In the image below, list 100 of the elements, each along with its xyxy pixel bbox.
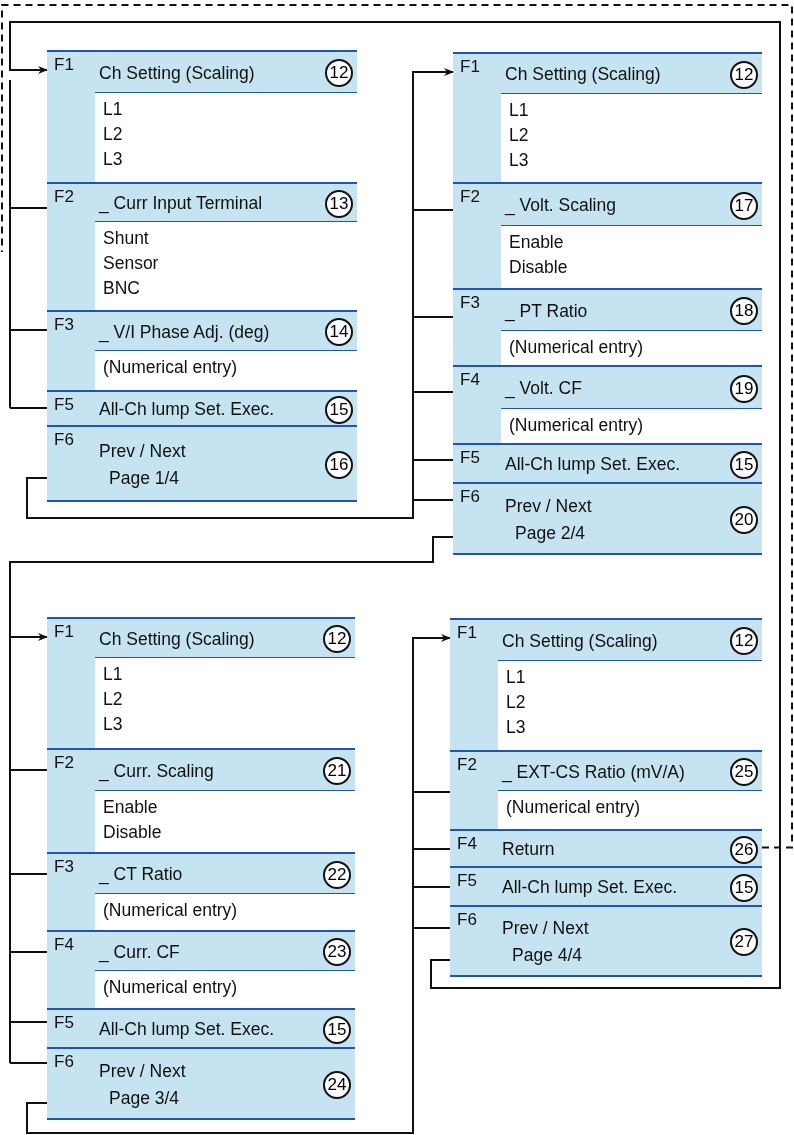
menu-row (47, 1047, 355, 1118)
option-text: Disable (103, 821, 162, 844)
menu-item-title: _ Curr. CF (99, 941, 180, 963)
callout-number: 20 (730, 505, 758, 534)
function-key-label: F5 (457, 871, 477, 891)
callout-number: 12 (730, 627, 758, 655)
callout-number: 21 (323, 757, 351, 785)
function-key-label: F3 (460, 293, 480, 313)
page-indicator: Page 1/4 (109, 467, 180, 489)
option-text: L2 (506, 691, 526, 714)
option-text: BNC (103, 277, 140, 300)
callout-number: 12 (730, 60, 758, 89)
option-text: (Numerical entry) (509, 336, 644, 359)
page-indicator: Page 4/4 (512, 945, 583, 966)
menu-item-title: _ PT Ratio (505, 300, 588, 322)
callout-number: 15 (730, 450, 758, 479)
option-text: (Numerical entry) (103, 899, 238, 922)
function-key-label: F6 (54, 430, 74, 450)
menu-item-title: Prev / Next (99, 1060, 186, 1082)
dashed-connector (1, 4, 793, 849)
menu-row (47, 50, 357, 182)
menu-row (453, 182, 762, 288)
menu-row (47, 852, 355, 930)
menu-panel (450, 618, 762, 977)
menu-row (453, 52, 762, 182)
menu-item-title: _ EXT-CS Ratio (mV/A) (502, 761, 685, 783)
callout-number: 27 (730, 928, 758, 956)
option-text: L1 (506, 666, 526, 689)
menu-row (47, 310, 357, 390)
function-key-label: F2 (457, 755, 477, 775)
menu-item-title: Prev / Next (502, 918, 589, 939)
function-key-label: F5 (54, 1013, 74, 1033)
option-text: (Numerical entry) (103, 976, 238, 999)
option-text: L3 (103, 713, 123, 736)
callout-number: 13 (325, 189, 353, 218)
menu-item-title: All-Ch lump Set. Exec. (99, 399, 275, 420)
option-text: L1 (103, 663, 123, 686)
arrow (9, 21, 781, 989)
menu-item-title: All-Ch lump Set. Exec. (99, 1019, 275, 1040)
function-key-label: F4 (457, 834, 477, 854)
menu-row (450, 866, 762, 905)
function-key-label: F4 (54, 935, 74, 955)
menu-row (450, 829, 762, 866)
menu-item-title: Ch Setting (Scaling) (505, 64, 661, 85)
function-key-label: F2 (54, 187, 74, 207)
function-key-label: F5 (54, 395, 74, 415)
menu-row (453, 288, 762, 365)
function-key-label: F4 (460, 370, 480, 390)
function-key-label: F3 (54, 857, 74, 877)
menu-item-title: _ CT Ratio (99, 864, 183, 885)
callout-number: 25 (730, 758, 758, 786)
function-key-label: F6 (54, 1052, 74, 1072)
menu-item-title: Prev / Next (99, 440, 186, 462)
menu-item-title: Ch Setting (Scaling) (99, 628, 255, 650)
function-key-label: F6 (460, 487, 480, 507)
menu-row (453, 443, 762, 482)
function-key-label: F5 (460, 448, 480, 468)
function-key-label: F1 (460, 57, 480, 77)
function-key-label: F3 (54, 315, 74, 335)
callout-number: 16 (325, 450, 353, 479)
menu-row (453, 482, 762, 553)
option-text: (Numerical entry) (103, 356, 238, 379)
function-key-label: F2 (54, 753, 74, 773)
option-text: Enable (509, 231, 564, 254)
menu-row (47, 617, 355, 748)
menu-row (47, 182, 357, 310)
menu-row (453, 365, 762, 443)
callout-number: 14 (325, 318, 353, 346)
callout-number: 22 (323, 860, 351, 889)
menu-item-title: _ Curr Input Terminal (99, 193, 263, 214)
function-key-label: F1 (54, 622, 74, 642)
option-text: L3 (103, 148, 123, 171)
option-text: (Numerical entry) (509, 414, 644, 437)
menu-item-title: _ Volt. Scaling (505, 195, 616, 216)
callout-number: 18 (730, 297, 758, 325)
menu-panel (453, 52, 762, 555)
menu-item-title: Return (502, 839, 555, 860)
menu-row (47, 1008, 355, 1047)
menu-item-title: _ V/I Phase Adj. (deg) (99, 321, 270, 343)
arrow (26, 68, 454, 519)
callout-number: 26 (730, 835, 758, 864)
option-text: L3 (506, 716, 526, 739)
option-text: L2 (103, 688, 123, 711)
function-key-label: F1 (457, 623, 477, 643)
callout-number: 23 (323, 938, 351, 966)
menu-item-title: Ch Setting (Scaling) (502, 630, 658, 652)
option-text: (Numerical entry) (506, 796, 641, 819)
callout-number: 19 (730, 374, 758, 403)
arrow (26, 634, 451, 1134)
menu-item-title: _ Curr. Scaling (99, 760, 214, 782)
menu-row (450, 750, 762, 829)
page-indicator: Page 2/4 (515, 522, 586, 544)
arrow (9, 536, 454, 641)
callout-number: 15 (730, 873, 758, 902)
function-key-label: F1 (54, 55, 74, 75)
function-key-label: F6 (457, 910, 477, 930)
menu-row (47, 748, 355, 852)
menu-row (450, 905, 762, 975)
option-text: Disable (509, 256, 568, 279)
menu-item-title: _ Volt. CF (505, 378, 582, 399)
